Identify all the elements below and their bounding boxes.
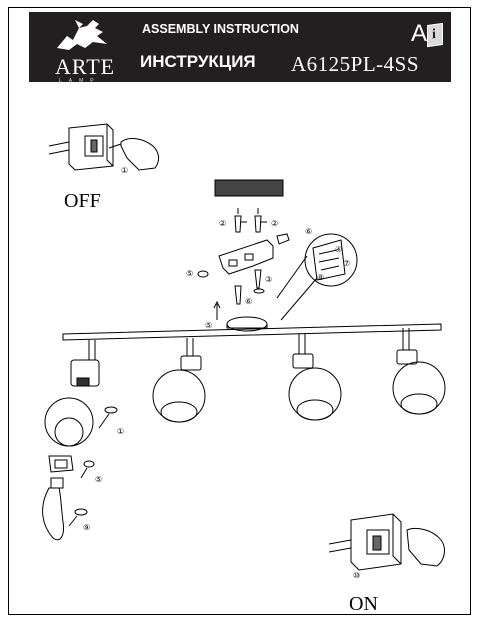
step-4: ④ <box>335 245 342 254</box>
model-number: A6125PL-4SS <box>291 52 420 76</box>
step-10: ⑩ <box>353 571 360 580</box>
step-5-lamp: ⑤ <box>95 475 102 484</box>
lamp-4 <box>392 328 446 415</box>
wall-switch-off-icon <box>48 123 114 171</box>
step-1-lamp: ① <box>117 427 124 436</box>
class-letter: A <box>411 20 428 47</box>
step-7: ⑦ <box>343 259 350 268</box>
title-russian: ИНСТРУКЦИЯ <box>140 52 256 71</box>
lamp-2 <box>152 338 206 423</box>
title-english: ASSEMBLY INSTRUCTION <box>142 22 299 36</box>
step-3: ③ <box>265 275 272 284</box>
lamp-3 <box>288 334 342 421</box>
dowel-left-icon <box>234 208 242 233</box>
step-8: ⑧ <box>317 273 324 282</box>
glass-shade-1 <box>44 397 94 447</box>
brand-logo: ARTE <box>55 54 116 79</box>
bulb-icon <box>42 477 64 541</box>
ceiling-block <box>214 179 284 197</box>
instruction-page: ARTE LAMP ASSEMBLY INSTRUCTION ИНСТРУКЦИ… <box>8 7 471 615</box>
hand-off-icon <box>120 138 160 171</box>
step-5-canopy: ⑤ <box>205 321 212 330</box>
header-bar: ARTE LAMP ASSEMBLY INSTRUCTION ИНСТРУКЦИ… <box>29 12 451 84</box>
step-5-left: ⑤ <box>186 269 193 278</box>
griffin-logo-icon <box>57 20 107 50</box>
step-2-right: ② <box>271 219 278 228</box>
terminal-block-detail <box>304 233 358 287</box>
hand-on-icon <box>406 527 445 567</box>
screw-lower-icon <box>234 285 242 305</box>
step-1-top: ① <box>121 166 128 175</box>
wall-switch-on-icon <box>328 513 402 571</box>
on-label: ON <box>349 593 378 615</box>
step-6: ⑥ <box>305 227 312 236</box>
step-2-left: ② <box>219 219 226 228</box>
dowel-right-icon <box>254 208 262 233</box>
assembly-diagram: ① ② ② ⑥ ④ ⑦ ⑧ ⑤ ③ ⑥ ⑤ ① ⑤ ⑨ ⑩ <box>42 123 446 580</box>
screw-icon <box>254 269 262 289</box>
mounting-bracket <box>218 239 274 275</box>
ring-nut-icon <box>48 455 74 473</box>
main-rail <box>62 323 442 341</box>
brand-sub: LAMP <box>59 78 101 84</box>
step-6-lower: ⑥ <box>245 297 252 306</box>
off-label: OFF <box>64 190 101 212</box>
lamp-arm-1 <box>70 340 100 387</box>
step-9: ⑨ <box>83 523 90 532</box>
